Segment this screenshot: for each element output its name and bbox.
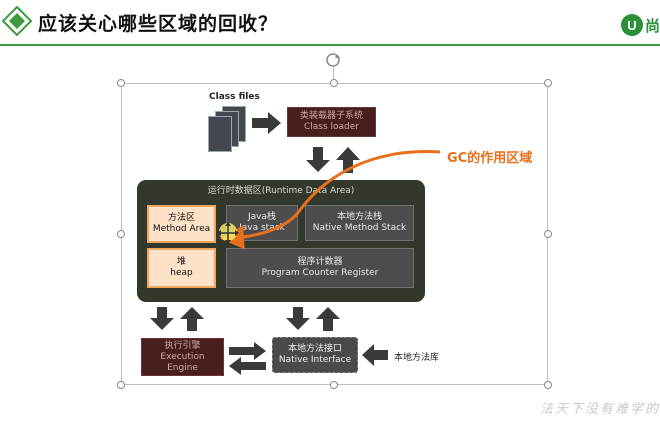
logo-diamond-icon xyxy=(2,6,32,36)
execution-engine-cn: 执行引擎 xyxy=(164,340,201,351)
resize-handle-top-center[interactable] xyxy=(330,79,338,87)
heap-cn: 堆 xyxy=(176,257,186,267)
runtime-data-area-title: 运行时数据区(Runtime Data Area) xyxy=(207,186,355,196)
resize-handle-middle-right[interactable] xyxy=(544,230,552,238)
brand-logo: U 尚 xyxy=(620,14,660,36)
resize-handle-top-left[interactable] xyxy=(117,79,125,87)
resize-handle-top-right[interactable] xyxy=(544,79,552,87)
arrow-right-icon xyxy=(229,342,266,360)
native-method-stack-box: 本地方法栈 Native Method Stack xyxy=(305,205,414,241)
class-files-label: Class files xyxy=(209,92,260,102)
resize-handle-middle-left[interactable] xyxy=(117,230,125,238)
class-loader-en: Class loader xyxy=(303,122,359,132)
arrow-right-icon xyxy=(252,112,281,134)
native-method-stack-en: Native Method Stack xyxy=(312,223,407,233)
heap-box: 堆 heap xyxy=(147,248,216,288)
class-loader-cn: 类装载器子系统 xyxy=(299,111,363,121)
arrow-up-icon xyxy=(316,307,340,331)
gc-arrow-icon xyxy=(220,150,441,250)
java-stack-cn: Java栈 xyxy=(247,212,276,222)
class-files-icon xyxy=(208,106,248,156)
arrow-left-icon xyxy=(229,357,266,375)
resize-handle-bottom-right[interactable] xyxy=(544,381,552,389)
arrow-down-icon xyxy=(150,307,174,330)
resize-handle-bottom-center[interactable] xyxy=(330,381,338,389)
heap-en: heap xyxy=(170,268,193,278)
watermark-text: 法天下没有难学的 xyxy=(540,402,660,417)
arrow-down-icon xyxy=(286,307,310,330)
header-divider xyxy=(0,44,660,46)
gc-area-label: GC的作用区域 xyxy=(447,151,533,166)
method-area-cn: 方法区 xyxy=(167,213,195,223)
java-stack-en: Java stack xyxy=(239,223,285,233)
slide-title: 应该关心哪些区域的回收？ xyxy=(38,13,279,35)
native-method-stack-cn: 本地方法栈 xyxy=(336,212,382,222)
native-library-label: 本地方法库 xyxy=(394,353,440,363)
execution-engine-box: 执行引擎 Execution Engine xyxy=(141,338,224,376)
execution-engine-en1: Execution xyxy=(160,351,205,362)
native-interface-box: 本地方法接口 Native Interface xyxy=(272,337,358,373)
slide-header: 应该关心哪些区域的回收？ U 尚 xyxy=(0,0,660,44)
arrow-left-icon xyxy=(362,344,388,366)
rotate-stem xyxy=(333,67,334,83)
pc-register-en: Program Counter Register xyxy=(261,268,379,278)
move-cursor-icon xyxy=(217,222,239,244)
method-area-box: 方法区 Method Area xyxy=(147,205,216,243)
native-interface-cn: 本地方法接口 xyxy=(287,344,342,354)
arrow-up-icon xyxy=(180,307,204,331)
pc-register-box: 程序计数器 Program Counter Register xyxy=(226,248,414,288)
native-interface-en: Native Interface xyxy=(278,355,352,365)
brand-text: 尚 xyxy=(644,16,660,35)
rotate-handle-icon[interactable] xyxy=(325,52,341,68)
pc-register-cn: 程序计数器 xyxy=(297,257,343,267)
resize-handle-bottom-left[interactable] xyxy=(117,381,125,389)
arrow-down-icon xyxy=(306,147,330,172)
arrow-up-icon xyxy=(336,147,360,173)
class-loader-box: 类装载器子系统 Class loader xyxy=(287,107,376,137)
brand-circle-icon: U xyxy=(620,14,643,36)
method-area-en: Method Area xyxy=(152,224,211,234)
execution-engine-en2: Engine xyxy=(167,362,198,373)
